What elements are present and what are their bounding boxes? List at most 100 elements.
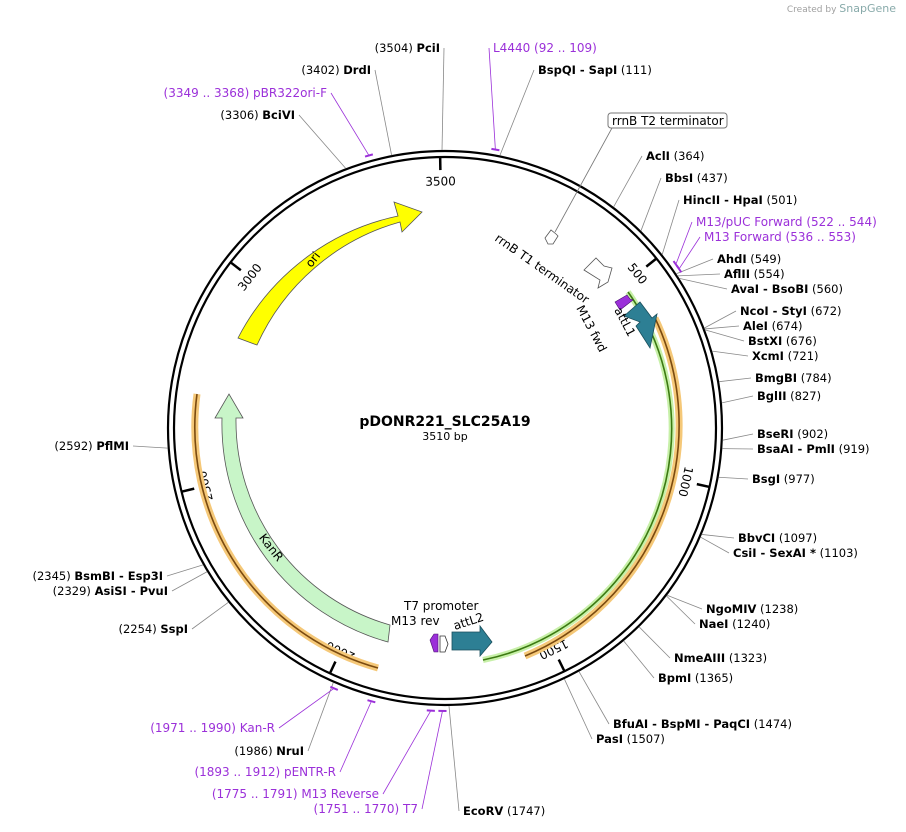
site-enzyme: SspI	[160, 622, 188, 636]
site-leader	[722, 433, 754, 441]
primer-label: (1971 .. 1990) Kan-R	[150, 721, 275, 735]
primer-label: M13 Forward (536 .. 553)	[704, 230, 856, 244]
primer-bar	[329, 685, 339, 691]
site-position: (111)	[621, 63, 652, 77]
kanr-arrow	[214, 393, 391, 643]
site-enzyme: AvaI - BsoBI	[731, 282, 808, 296]
site-enzyme: PasI	[596, 732, 623, 746]
site-label: CsiI - SexAI * (1103)	[733, 546, 858, 560]
site-position: (1474)	[754, 717, 792, 731]
restriction-site[interactable]: AvaI - BsoBI (560)	[679, 277, 843, 296]
restriction-site[interactable]: EcoRV (1747)	[448, 705, 545, 818]
site-position: (437)	[697, 171, 728, 185]
site-label: NaeI (1240)	[699, 617, 770, 631]
site-label: AvaI - BsoBI (560)	[731, 282, 843, 296]
site-position: (1986)	[234, 744, 272, 758]
site-enzyme: NmeAIII	[674, 651, 725, 665]
site-enzyme: BciVI	[262, 108, 295, 122]
tick-label: 3000	[235, 261, 265, 294]
t7-label: T7 promoter	[403, 599, 479, 613]
primer-site[interactable]: M13 Forward (536 .. 553)	[675, 230, 856, 273]
site-position: (1747)	[507, 804, 545, 818]
primer-leader	[339, 701, 372, 773]
site-leader	[638, 626, 671, 659]
site-enzyme: BstXI	[748, 334, 782, 348]
site-position: (1507)	[627, 732, 665, 746]
restriction-site[interactable]: (2345) BsmBI - Esp3I	[32, 564, 204, 583]
restriction-site[interactable]: (3402) DrdI	[301, 63, 392, 156]
primer-site[interactable]: M13/pUC Forward (522 .. 544)	[672, 215, 877, 269]
site-enzyme: DrdI	[343, 63, 371, 77]
restriction-site[interactable]: NaeI (1240)	[666, 595, 770, 631]
restriction-site[interactable]: (3504) PciI	[375, 41, 445, 151]
site-position: (364)	[674, 149, 705, 163]
restriction-site[interactable]: BspQI - SapI (111)	[499, 63, 652, 156]
restriction-site[interactable]: (2254) SspI	[118, 601, 229, 636]
site-enzyme: BsaAI - PmlI	[757, 442, 835, 456]
m13rev-marker	[429, 633, 439, 653]
site-leader	[374, 69, 392, 156]
site-label: BbsI (437)	[665, 171, 728, 185]
restriction-site[interactable]: BsaAI - PmlI (919)	[722, 442, 870, 456]
restriction-site[interactable]: BseRI (902)	[722, 427, 828, 441]
site-leader	[166, 564, 204, 577]
restriction-site[interactable]: AleI (674)	[704, 319, 803, 333]
restriction-site[interactable]: NcoI - StyI (672)	[704, 304, 842, 329]
site-position: (2345)	[32, 569, 70, 583]
tick-mark	[181, 487, 195, 493]
restriction-site[interactable]: BpmI (1365)	[623, 640, 733, 685]
site-enzyme: XcmI	[752, 349, 784, 363]
restriction-site[interactable]: BglII (827)	[721, 389, 821, 404]
restriction-site[interactable]: NmeAIII (1323)	[638, 626, 767, 665]
credit-prefix: Created by	[786, 5, 837, 15]
restriction-site[interactable]: CsiI - SexAI * (1103)	[700, 536, 858, 560]
primer-label: (1751 .. 1770) T7	[314, 802, 418, 816]
primer-site[interactable]: (1971 .. 1990) Kan-R	[150, 685, 339, 735]
restriction-site[interactable]: XcmI (721)	[712, 349, 819, 363]
primer-leader	[330, 92, 370, 156]
restriction-sites: (3504) PciI(3402) DrdI(3306) BciVIBspQI …	[32, 41, 869, 818]
restriction-site[interactable]: (3306) BciVI	[220, 108, 347, 169]
site-position: (1365)	[695, 671, 733, 685]
restriction-site[interactable]: AclI (364)	[613, 149, 705, 208]
restriction-site[interactable]: PasI (1507)	[564, 678, 665, 746]
restriction-site[interactable]: BfuAI - BspMI - PaqCI (1474)	[578, 671, 792, 731]
site-label: BseRI (902)	[757, 427, 828, 441]
primer-bar	[367, 699, 376, 704]
restriction-site[interactable]: BsgI (977)	[718, 472, 815, 486]
restriction-site[interactable]: (2592) PflMI	[54, 439, 168, 453]
restriction-site[interactable]: (1986) NruI	[234, 682, 334, 758]
restriction-site[interactable]: HincII - HpaI (501)	[661, 193, 797, 255]
restriction-site[interactable]: (2329) AsiSI - PvuI	[53, 571, 208, 598]
site-label: NmeAIII (1323)	[674, 651, 767, 665]
site-position: (674)	[772, 319, 803, 333]
site-enzyme: BglII	[757, 389, 787, 403]
primer-site[interactable]: L4440 (92 .. 109)	[488, 41, 597, 152]
restriction-site[interactable]: NgoMIV (1238)	[666, 594, 798, 616]
restriction-site[interactable]: BbsI (437)	[640, 171, 728, 231]
primer-label: M13/pUC Forward (522 .. 544)	[696, 215, 877, 229]
restriction-site[interactable]: AflII (554)	[677, 267, 785, 281]
primer-leader	[675, 221, 693, 265]
restriction-site[interactable]: BstXI (676)	[705, 329, 817, 348]
site-enzyme: BbvCI	[738, 531, 775, 545]
site-enzyme: BsgI	[752, 472, 780, 486]
primer-site[interactable]: (1775 .. 1791) M13 Reverse	[212, 709, 435, 801]
primer-site[interactable]: (3349 .. 3368) pBR322ori-F	[164, 86, 374, 158]
site-enzyme: BmgBI	[755, 371, 797, 385]
site-position: (3306)	[220, 108, 258, 122]
restriction-site[interactable]: BbvCI (1097)	[701, 531, 817, 545]
orf-arc-right-line	[524, 317, 680, 657]
site-label: HincII - HpaI (501)	[683, 193, 797, 207]
restriction-site[interactable]: AhdI (549)	[676, 252, 781, 275]
primer-site[interactable]: (1751 .. 1770) T7	[314, 709, 447, 816]
backbone-inner	[172, 155, 718, 701]
site-enzyme: BsmBI - Esp3I	[74, 569, 163, 583]
primer-sites: L4440 (92 .. 109) (3349 .. 3368) pBR322or…	[150, 41, 877, 816]
site-enzyme: NruI	[276, 744, 304, 758]
site-leader	[298, 114, 347, 169]
site-label: NcoI - StyI (672)	[740, 304, 842, 318]
primer-site[interactable]: (1893 .. 1912) pENTR-R	[194, 699, 376, 779]
restriction-site[interactable]: BmgBI (784)	[719, 371, 832, 385]
primer-leader	[278, 688, 335, 729]
